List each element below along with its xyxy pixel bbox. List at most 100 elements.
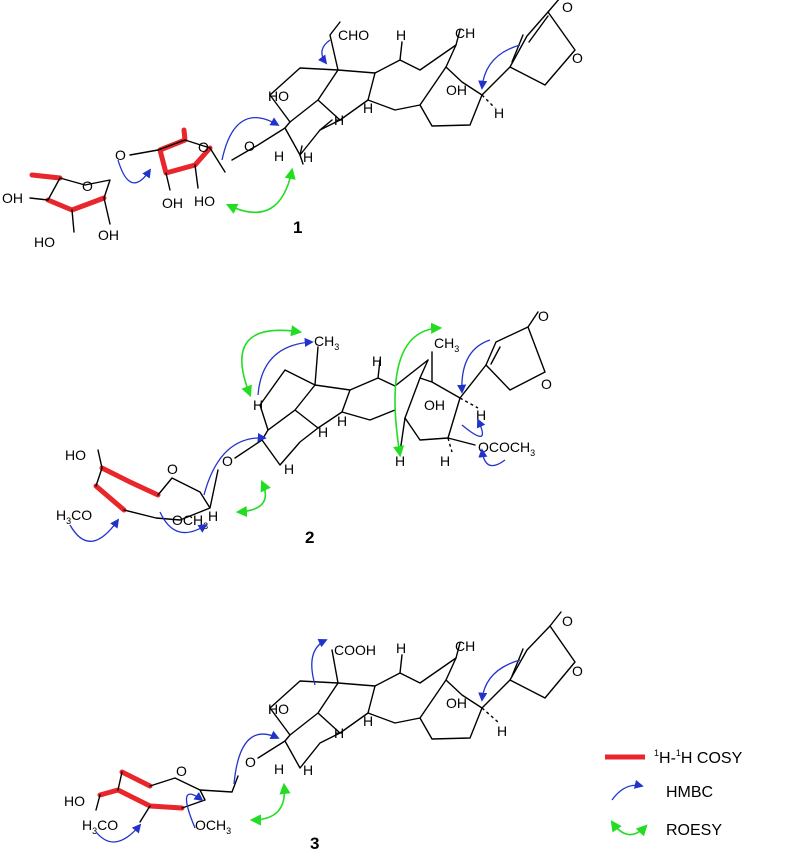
h-label: H — [274, 761, 284, 777]
compound-number: 1 — [293, 218, 302, 237]
correlations-2 — [69, 322, 506, 542]
hmbc-legend-swatch — [611, 779, 644, 801]
h-label: H — [396, 640, 406, 656]
correlations-3 — [95, 639, 521, 843]
ring-oxygen-label: O — [541, 376, 552, 392]
legend: 1H-1H COSY HMBC ROESY — [605, 748, 743, 839]
h-label: H — [284, 461, 294, 477]
hmbc-arrow — [185, 792, 204, 829]
roesy-legend-swatch — [610, 820, 648, 837]
hmbc-arrow — [221, 117, 280, 161]
sugar-chain-1: O O OH HO O O OH HO OH — [2, 127, 286, 250]
compound-number: 3 — [310, 834, 319, 853]
correlations-1 — [117, 39, 521, 214]
h-label: H — [372, 353, 382, 369]
hydroxyl-label: HO — [34, 234, 55, 250]
methyl-label: CH3 — [434, 335, 459, 354]
hydroxyl-label: OH — [446, 82, 467, 98]
ring-oxygen-label: O — [167, 461, 178, 477]
roesy-arrow — [235, 479, 271, 518]
hmbc-arrow — [95, 823, 142, 843]
butenolide-ring-1: O O — [509, 0, 583, 86]
steroid-skeleton-3: COOH CH H H HO OH H H H H — [268, 638, 511, 778]
glycosidic-oxygen-label: O — [222, 453, 233, 469]
h-label: H — [476, 407, 486, 423]
ring-oxygen-label: O — [572, 663, 583, 679]
compound-1: O O CHO CH H H HO OH H H H H — [2, 0, 583, 250]
h-label: H — [363, 713, 373, 729]
hydroxyl-label: HO — [268, 701, 289, 717]
steroid-skeleton-2: CH3 CH3 OH H H H H H H H H OCOCH3 — [253, 333, 535, 477]
acetoxy-label: OCOCH3 — [478, 439, 535, 458]
h-label: H — [440, 453, 450, 469]
hydroxyl-label: OH — [162, 195, 183, 211]
h-label: H — [337, 413, 347, 429]
h-label: H — [318, 424, 328, 440]
steroid-skeleton-1: CHO CH H H HO OH H H H H — [268, 21, 511, 165]
h-label: H — [395, 453, 405, 469]
methoxy-label: H3CO — [56, 507, 92, 526]
hydroxyl-label: HO — [65, 447, 86, 463]
h-label: H — [303, 149, 313, 165]
h-label: H — [494, 105, 504, 121]
hmbc-legend-label: HMBC — [666, 784, 713, 801]
hmbc-arrow — [159, 511, 208, 534]
h-label: H — [303, 762, 313, 778]
hydroxyl-label: OH — [2, 190, 23, 206]
h-label: H — [363, 100, 373, 116]
hmbc-arrow — [311, 639, 328, 686]
hmbc-arrow — [478, 44, 521, 90]
compound-2: O O CH3 CH3 OH H H H H H H H H OCOCH3 — [56, 308, 552, 547]
sugar-3: O O HO H3CO OCH3 — [64, 740, 286, 836]
interglycosidic-oxygen-label: O — [115, 147, 126, 163]
butenolide-ring-3: O O — [509, 611, 583, 699]
hmbc-arrow — [257, 337, 314, 396]
ring-oxygen-label: O — [198, 139, 209, 155]
compound-3: O O COOH CH H H HO OH H H H H O — [64, 611, 583, 853]
ring-oxygen-label: O — [82, 178, 93, 194]
methoxy-label: OCH3 — [195, 817, 231, 836]
roesy-arrow — [225, 167, 296, 214]
hydroxyl-label: OH — [446, 695, 467, 711]
compound-number: 2 — [305, 528, 314, 547]
carboxyl-label: COOH — [334, 642, 376, 658]
hmbc-arrow — [478, 659, 521, 702]
roesy-legend-label: ROESY — [666, 822, 722, 839]
hmbc-arrow — [203, 432, 267, 496]
hydroxyl-label: OH — [424, 397, 445, 413]
roesy-arrow — [241, 325, 303, 398]
h-label: H — [208, 508, 218, 524]
hmbc-arrow — [317, 39, 331, 65]
hydroxyl-label: HO — [268, 88, 289, 104]
h-label: H — [334, 725, 344, 741]
ring-oxygen-label: O — [572, 50, 583, 66]
keto-oxygen-label: O — [538, 308, 549, 324]
h-label: H — [396, 27, 406, 43]
cosy-legend-label: 1H-1H COSY — [654, 748, 743, 767]
methoxy-label: OCH3 — [172, 512, 208, 531]
roesy-arrow — [249, 782, 291, 826]
glycosidic-oxygen-label: O — [245, 754, 256, 770]
hmbc-arrow — [457, 339, 491, 394]
hmbc-arrow — [478, 448, 506, 467]
methoxy-label: H3CO — [82, 817, 118, 836]
hmbc-arrow — [69, 518, 120, 542]
keto-oxygen-label: O — [562, 0, 573, 15]
hydroxyl-label: OH — [98, 227, 119, 243]
hydroxyl-label: HO — [64, 793, 85, 809]
methyl-label: CH3 — [314, 333, 339, 352]
sugar-2: O O HO H H3CO OCH3 — [56, 439, 263, 531]
h-label: H — [253, 397, 263, 413]
methyl-label: CH — [455, 25, 475, 41]
methyl-label: CH — [455, 638, 475, 654]
h-label: H — [497, 723, 507, 739]
aldehyde-label: CHO — [338, 27, 369, 43]
butenolide-ring-2: O O — [485, 308, 552, 392]
hmbc-arrow — [117, 159, 152, 184]
hmbc-arrow — [233, 730, 280, 785]
roesy-arrow — [393, 322, 443, 458]
h-label: H — [334, 112, 344, 128]
glycosidic-oxygen-label: O — [244, 138, 255, 154]
hmbc-arrow — [461, 418, 486, 437]
